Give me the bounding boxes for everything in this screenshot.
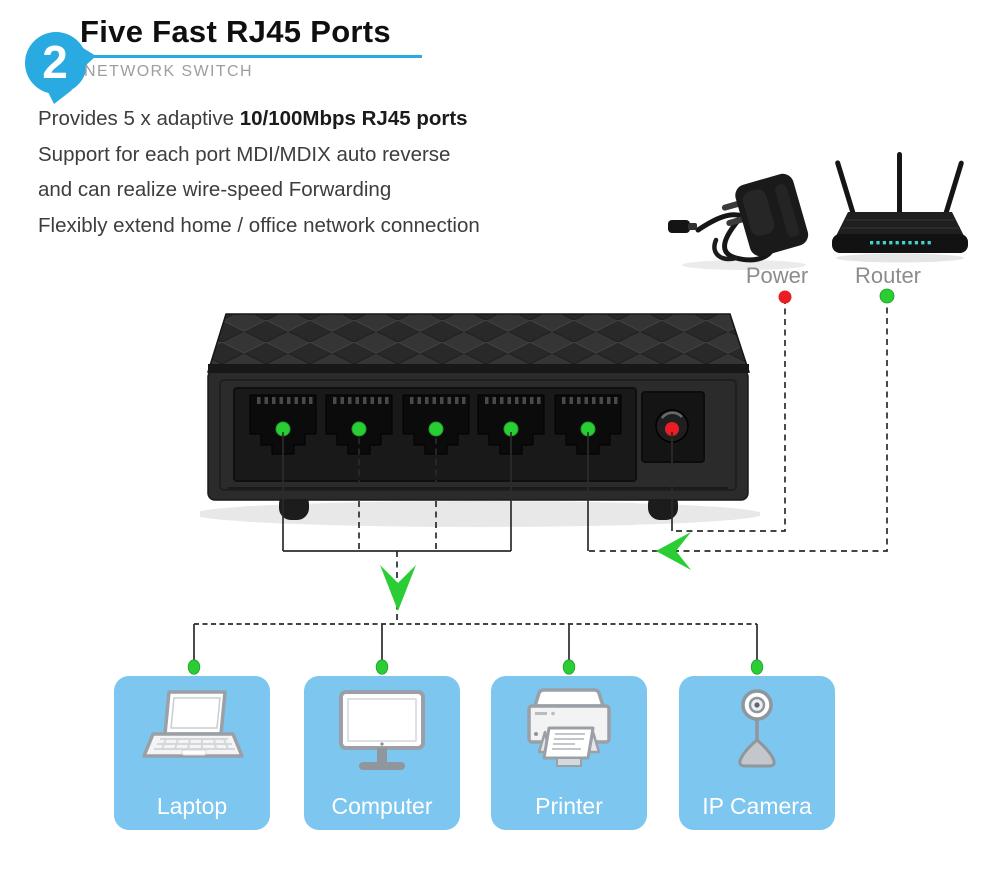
description-line-1: Provides 5 x adaptive 10/100Mbps RJ45 po…: [38, 101, 480, 137]
adapter-body-group: [721, 173, 809, 257]
printer-icon: [527, 688, 611, 767]
device-card-laptop: Laptop: [114, 676, 270, 830]
computer-icon: [339, 690, 425, 770]
computer-connector-dot: [375, 659, 389, 675]
barrel-plug: [668, 220, 690, 233]
network-switch: [200, 313, 760, 527]
description-line-1-prefix: Provides 5 x adaptive: [38, 107, 240, 130]
laptop-connector-dot: [187, 659, 201, 675]
step-badge: 2: [25, 32, 96, 104]
router-connector-dot: [879, 288, 895, 304]
plug-prong-top: [721, 200, 742, 211]
adapter-side-highlight: [775, 184, 800, 238]
laptop-icon: [142, 690, 244, 758]
router-label: Router: [854, 263, 922, 288]
router-antenna-right: [942, 160, 964, 219]
port-4-status-led: [503, 421, 519, 437]
switch-lid: [206, 313, 751, 373]
printer-connector-dot: [562, 659, 576, 675]
router-shadow: [836, 253, 964, 263]
adapter-cable-loop: [712, 237, 739, 262]
ip-camera-icon: [738, 689, 776, 768]
router-front: [832, 234, 968, 253]
page-subtitle: NETWORK SWITCH: [84, 63, 253, 80]
rj45-port-2-pins: [333, 397, 389, 404]
rj45-port-1: [249, 394, 317, 455]
page-title: Five Fast RJ45 Ports: [80, 14, 391, 49]
router-ridges: [842, 219, 960, 229]
router-antenna-middle: [897, 152, 902, 216]
printer-icon-wrap: [491, 688, 647, 780]
laptop-icon-wrap: [114, 688, 270, 780]
router-led-row: [870, 241, 931, 245]
rj45-port-4-pins: [485, 397, 541, 404]
description-line-1-bold: 10/100Mbps RJ45 ports: [239, 107, 468, 130]
adapter-plug-face: [742, 189, 775, 236]
power-connector-dot: [778, 290, 792, 304]
ip-camera-icon-wrap: [679, 688, 835, 780]
description-line-4: Flexibly extend home / office network co…: [38, 213, 480, 237]
device-card-printer: Printer: [491, 676, 647, 830]
description-line-2: Support for each port MDI/MDIX auto reve…: [38, 142, 451, 166]
port-5-status-led: [580, 421, 596, 437]
device-card-label: Printer: [535, 793, 603, 819]
port-1-status-led: [275, 421, 291, 437]
device-card-label: Laptop: [156, 793, 228, 819]
port-3-status-led: [428, 421, 444, 437]
rj45-port-3-pins: [410, 397, 466, 404]
ip-camera-connector-dot: [750, 659, 764, 675]
dc-power-jack: [641, 391, 705, 463]
adapter-shadow: [682, 260, 806, 270]
down-arrow-icon: [380, 565, 416, 611]
left-arrow-icon: [656, 532, 691, 570]
badge-number: 2: [42, 36, 68, 88]
description-line-3: and can realize wire-speed Forwarding: [38, 178, 392, 201]
switch-lid-edge: [208, 364, 749, 373]
device-card-ip-camera: IP Camera: [679, 676, 835, 830]
router-top-surface: [835, 212, 965, 238]
rj45-port-2: [325, 394, 393, 455]
port-2-status-led: [351, 421, 367, 437]
title-underline: [76, 55, 422, 58]
device-card-computer: Computer: [304, 676, 460, 830]
badge-circle: [25, 32, 87, 94]
device-card-label: Computer: [331, 793, 433, 819]
router-antenna-left: [835, 160, 857, 218]
rj45-port-1-pins: [257, 397, 313, 404]
jack-status-led: [665, 422, 679, 436]
power-adapter-icon: [668, 173, 809, 270]
feature-description: Provides 5 x adaptive 10/100Mbps RJ45 po…: [38, 101, 480, 243]
barrel-plug-tip: [688, 223, 697, 230]
power-label: Power: [745, 263, 809, 288]
computer-icon-wrap: [304, 688, 460, 780]
plug-prong-bottom: [726, 216, 746, 227]
device-card-label: IP Camera: [702, 793, 812, 819]
rj45-port-3: [402, 394, 470, 455]
router-antennas: [835, 152, 964, 219]
router-icon: [832, 152, 968, 263]
